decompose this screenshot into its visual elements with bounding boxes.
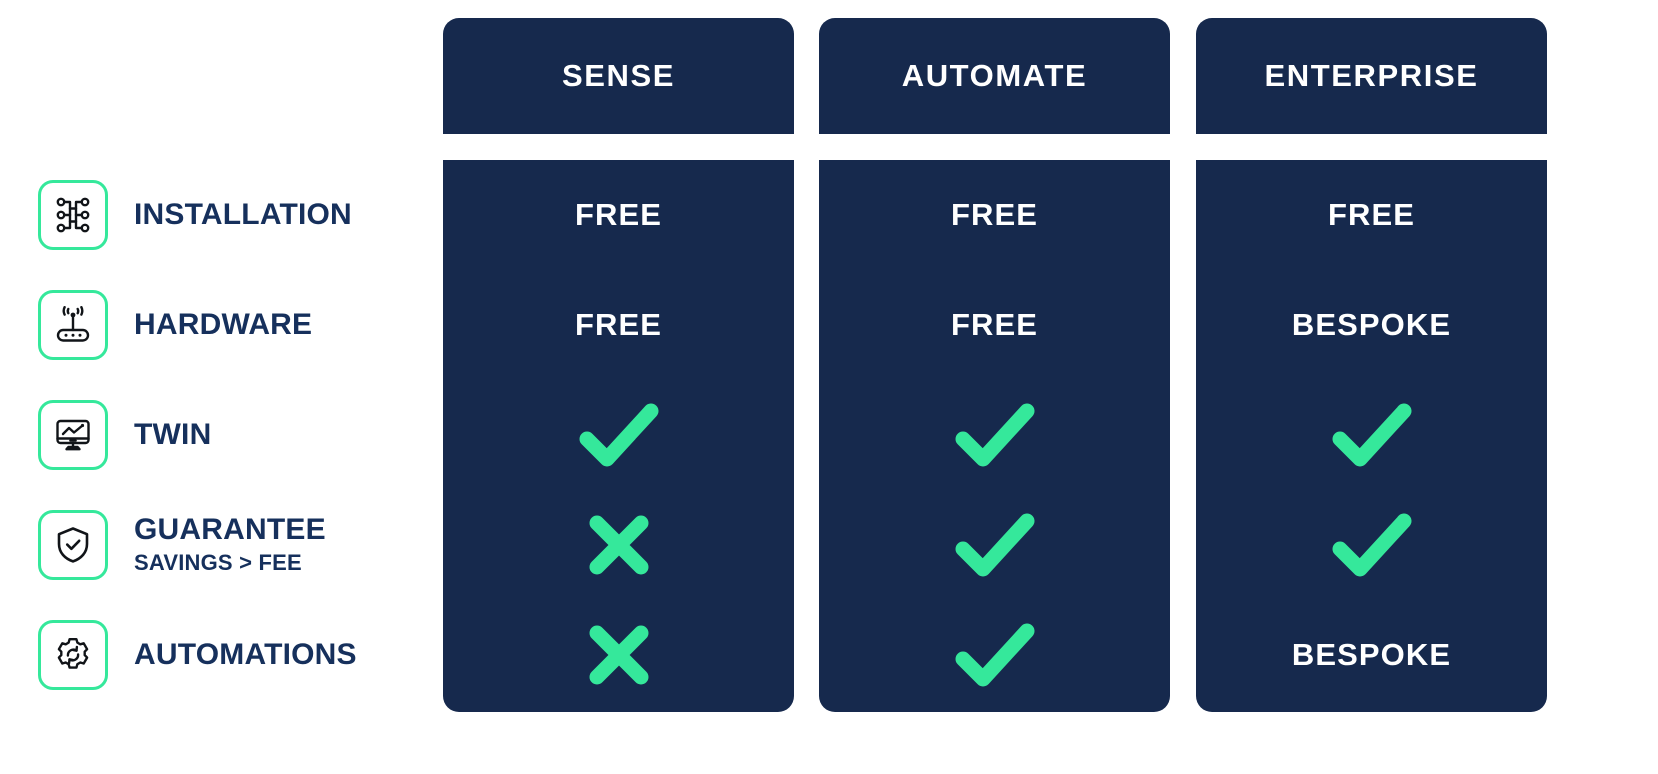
feature-subtitle: SAVINGS > FEE xyxy=(134,549,302,575)
cell-automate-hardware: FREE xyxy=(819,270,1170,380)
check-icon xyxy=(955,403,1034,467)
plan-title: AUTOMATE xyxy=(901,58,1088,93)
feature-title: GUARANTEE xyxy=(134,513,326,547)
cell-value: FREE xyxy=(574,197,663,232)
cell-value: BESPOKE xyxy=(1291,307,1452,342)
feature-row-installation: INSTALLATION xyxy=(38,160,428,270)
cross-icon xyxy=(589,625,648,685)
check-icon xyxy=(579,403,658,467)
feature-text-group: TWIN xyxy=(134,419,211,450)
network-nodes-icon xyxy=(38,180,108,250)
cell-value: FREE xyxy=(574,307,663,342)
cross-icon xyxy=(589,515,648,575)
feature-row-hardware: HARDWARE xyxy=(38,270,428,380)
cell-automate-automations xyxy=(819,600,1170,710)
check-icon xyxy=(1332,403,1411,467)
monitor-chart-icon xyxy=(38,400,108,470)
check-icon xyxy=(955,623,1034,687)
feature-title: INSTALLATION xyxy=(134,198,352,232)
feature-text-group: AUTOMATIONS xyxy=(134,639,357,670)
cell-sense-installation: FREE xyxy=(443,160,794,270)
feature-label-column: INSTALLATION HARDWAR xyxy=(38,160,428,712)
cell-automate-twin xyxy=(819,380,1170,490)
cell-sense-hardware: FREE xyxy=(443,270,794,380)
cell-value: BESPOKE xyxy=(1291,637,1452,672)
plan-header-enterprise: ENTERPRISE xyxy=(1196,18,1547,134)
feature-row-guarantee: GUARANTEE SAVINGS > FEE xyxy=(38,490,428,600)
cell-enterprise-twin xyxy=(1196,380,1547,490)
cell-value: FREE xyxy=(950,307,1039,342)
feature-row-twin: TWIN xyxy=(38,380,428,490)
cell-enterprise-installation: FREE xyxy=(1196,160,1547,270)
shield-check-icon xyxy=(38,510,108,580)
plan-body-enterprise: FREE BESPOKE BESPOKE xyxy=(1196,160,1547,712)
router-wifi-icon xyxy=(38,290,108,360)
feature-text-group: HARDWARE xyxy=(134,309,312,340)
check-icon xyxy=(1332,513,1411,577)
feature-title: AUTOMATIONS xyxy=(134,638,357,672)
cell-sense-twin xyxy=(443,380,794,490)
plan-body-automate: FREE FREE xyxy=(819,160,1170,712)
feature-text-group: GUARANTEE SAVINGS > FEE xyxy=(134,514,326,575)
cell-value: FREE xyxy=(950,197,1039,232)
gear-refresh-icon xyxy=(38,620,108,690)
plan-header-automate: AUTOMATE xyxy=(819,18,1170,134)
cell-enterprise-automations: BESPOKE xyxy=(1196,600,1547,710)
cell-automate-guarantee xyxy=(819,490,1170,600)
plan-body-sense: FREE FREE xyxy=(443,160,794,712)
feature-title: TWIN xyxy=(134,418,212,452)
cell-enterprise-guarantee xyxy=(1196,490,1547,600)
feature-text-group: INSTALLATION xyxy=(134,199,352,230)
plan-title: ENTERPRISE xyxy=(1264,58,1479,93)
plan-header-sense: SENSE xyxy=(443,18,794,134)
check-icon xyxy=(955,513,1034,577)
cell-automate-installation: FREE xyxy=(819,160,1170,270)
plan-title: SENSE xyxy=(561,58,676,93)
cell-value: FREE xyxy=(1327,197,1416,232)
feature-title: HARDWARE xyxy=(134,308,313,342)
feature-row-automations: AUTOMATIONS xyxy=(38,600,428,710)
cell-sense-guarantee xyxy=(443,490,794,600)
cell-enterprise-hardware: BESPOKE xyxy=(1196,270,1547,380)
cell-sense-automations xyxy=(443,600,794,710)
